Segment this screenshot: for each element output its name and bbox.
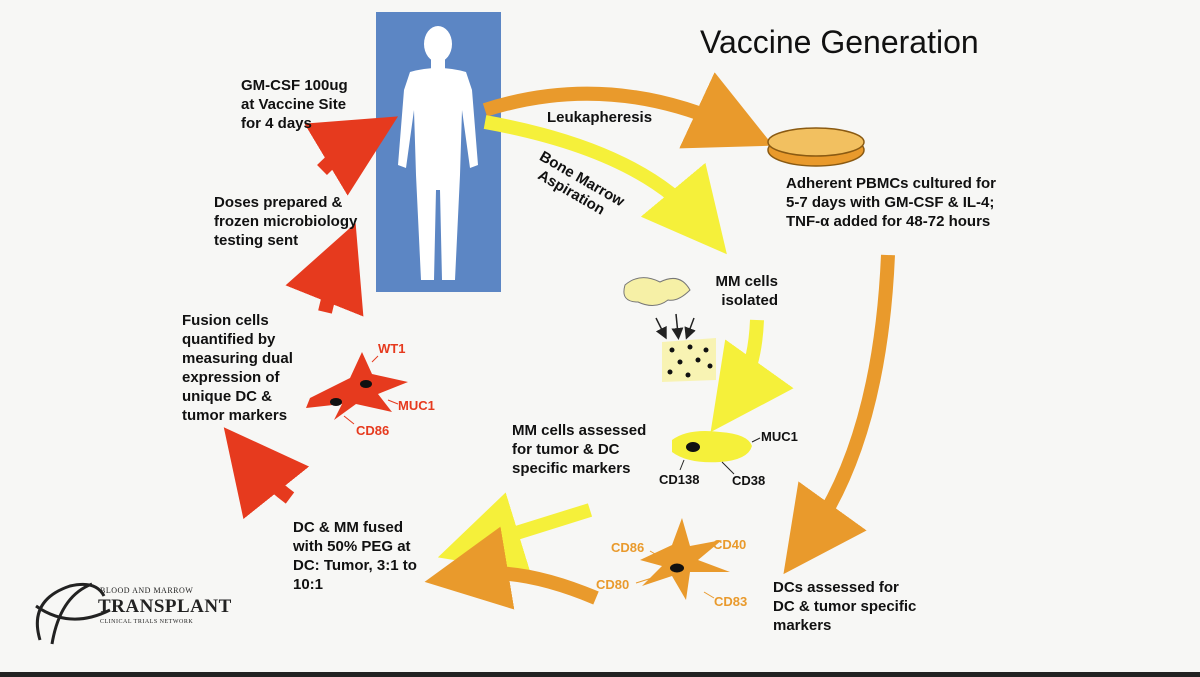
fusion-quant-line-6: tumor markers: [182, 407, 288, 424]
leukapheresis-label: Leukapheresis: [547, 109, 653, 126]
logo-line-2: TRANSPLANT: [98, 596, 232, 617]
bmt-logo-icon: [35, 582, 111, 645]
bone-marrow-arrow: [483, 115, 727, 255]
pbmc-line-3: TNF-α added for 48-72 hours: [786, 213, 991, 230]
bottom-edge: [0, 672, 1200, 677]
culture-to-dc-arrow: [783, 254, 895, 575]
mm-assessed-label: MM cells assessed for tumor & DC specifi…: [512, 421, 646, 478]
dc-cell-nucleus: [670, 563, 684, 573]
fusion-quant-line-3: measuring dual: [182, 350, 293, 367]
mm-isolated-line-1: MM cells: [715, 273, 778, 290]
fusion-nucleus-1: [360, 380, 372, 388]
gmcsf-line-2: at Vaccine Site: [241, 96, 347, 113]
logo-line-1: BLOOD AND MARROW: [100, 586, 194, 595]
marker-fusion-muc1: MUC1: [398, 398, 435, 413]
gmcsf-line-3: for 4 days: [241, 115, 312, 132]
petri-dish-icon: [767, 127, 865, 167]
mm-cell-nucleus: [686, 442, 700, 452]
pbmc-label: Adherent PBMCs cultured for 5-7 days wit…: [786, 174, 996, 231]
fusion-quant-line-4: expression of: [182, 369, 280, 386]
marker-wt1: WT1: [378, 341, 406, 356]
marker-mm-cd38: CD38: [732, 473, 766, 488]
isolated-cells-box: [662, 338, 716, 382]
fused-line-2: with 50% PEG at: [293, 538, 411, 555]
marker-dc-cd83: CD83: [714, 594, 748, 609]
fusion-quant-label: Fusion cells quantified by measuring dua…: [182, 311, 293, 425]
mm-cell-icon: [672, 431, 752, 463]
doses-line-3: testing sent: [214, 232, 299, 249]
doses-line-2: frozen microbiology: [214, 213, 358, 230]
logo-line-3: CLINICAL TRIALS NETWORK: [100, 619, 194, 625]
marker-mm-muc1: MUC1: [761, 429, 798, 444]
fusion-nucleus-2: [330, 398, 342, 406]
fused-line-4: 10:1: [293, 576, 324, 593]
pbmc-line-2: 5-7 days with GM-CSF & IL-4;: [786, 194, 995, 211]
doses-line-1: Doses prepared &: [214, 194, 343, 211]
marker-dc-cd40: CD40: [713, 537, 747, 552]
marker-dc-cd80: CD80: [596, 577, 630, 592]
human-figure-icon: [398, 26, 478, 280]
gmcsf-label: GM-CSF 100ug at Vaccine Site for 4 days: [241, 76, 348, 133]
dc-assessed-line-1: DCs assessed for: [773, 579, 899, 596]
pbmc-line-1: Adherent PBMCs cultured for: [786, 175, 997, 192]
mm-to-fusion-arrow: [437, 492, 593, 573]
mm-marker-lines: [679, 437, 761, 475]
marker-fusion-cd86: CD86: [356, 423, 390, 438]
mm-assessed-line-1: MM cells assessed: [512, 422, 647, 439]
dc-assessed-line-3: markers: [773, 617, 832, 634]
dc-marker-lines: [635, 545, 715, 599]
fused-label: DC & MM fused with 50% PEG at DC: Tumor,…: [293, 518, 417, 594]
mm-assessed-line-3: specific markers: [512, 460, 631, 477]
isolated-to-assessed-arrow: [710, 319, 794, 433]
mm-isolated-line-2: isolated: [721, 292, 778, 309]
fusion-quant-line-5: unique DC &: [182, 388, 272, 405]
dc-to-fusion-arrow: [424, 526, 599, 610]
doses-to-patient-arrow: [304, 116, 399, 196]
marker-dc-cd86: CD86: [611, 540, 645, 555]
mm-assessed-line-2: for tumor & DC: [512, 441, 620, 458]
isolation-arrows-icon: [655, 313, 696, 340]
fusion-quant-line-1: Fusion cells: [182, 312, 269, 329]
fusion-marker-lines: [343, 355, 399, 425]
dc-assessed-label: DCs assessed for DC & tumor specific mar…: [773, 578, 916, 635]
marker-mm-cd138: CD138: [659, 472, 700, 487]
fused-to-quantified-arrow: [223, 427, 310, 520]
doses-label: Doses prepared & frozen microbiology tes…: [214, 193, 357, 250]
dc-assessed-line-2: DC & tumor specific: [773, 598, 917, 615]
fusion-cell-icon: [306, 352, 408, 420]
fused-line-3: DC: Tumor, 3:1 to: [293, 557, 417, 574]
fused-line-1: DC & MM fused: [293, 519, 403, 536]
page-title: Vaccine Generation: [700, 24, 979, 60]
dc-cell-icon: [640, 518, 730, 600]
mm-cell-cluster-icon: [623, 277, 691, 306]
leukapheresis-arrow: [482, 72, 774, 149]
gmcsf-line-1: GM-CSF 100ug: [241, 77, 348, 94]
mm-isolated-label: MM cells isolated: [700, 272, 778, 310]
quantified-to-doses-arrow: [285, 223, 364, 317]
fusion-quant-line-2: quantified by: [182, 331, 276, 348]
